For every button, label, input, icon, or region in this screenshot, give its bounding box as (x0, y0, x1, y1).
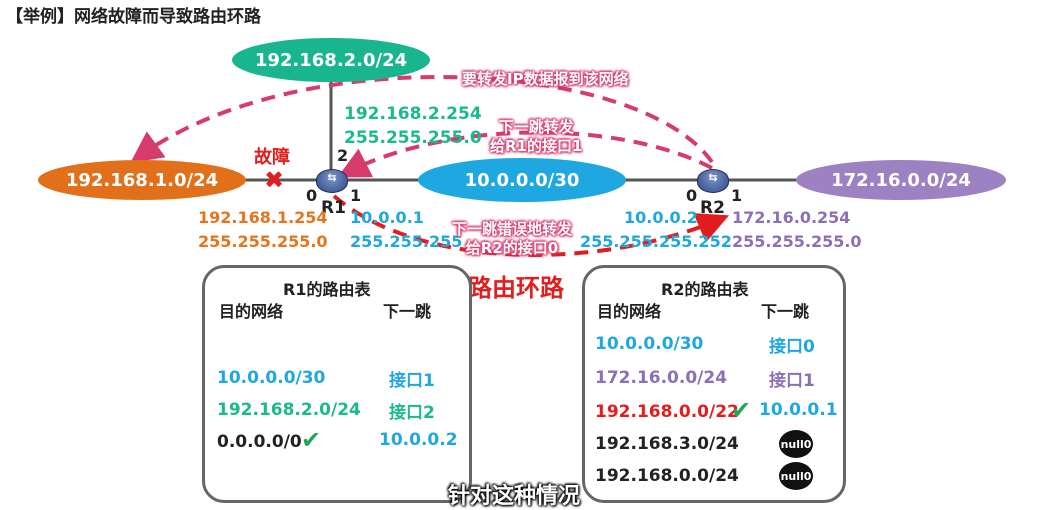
port-r1-right: 1 (350, 186, 362, 205)
r2-header-dest: 目的网络 (597, 302, 662, 321)
r2-row-3-dest: 192.168.3.0/24 (595, 434, 739, 454)
fault-label: 故障 (254, 147, 290, 168)
callout-next-hop-r1-line-2: 给R1的接口1 (490, 137, 583, 155)
r2-right-ip: 172.16.0.254 (732, 208, 851, 227)
network-right: 172.16.0.0/24 (796, 160, 1006, 200)
r1-right-mask: 255.255.255 (350, 232, 463, 251)
r1-row-2-check-icon: ✔ (301, 426, 322, 454)
port-r2-right: 1 (731, 186, 743, 205)
r1-row-0-next: 接口1 (389, 371, 435, 391)
r2-row-0-dest: 10.0.0.0/30 (595, 334, 704, 354)
port-r2-left: 0 (686, 186, 698, 205)
r1-left-mask: 255.255.255.0 (198, 232, 328, 251)
r1-table-title: R1的路由表 (283, 280, 371, 299)
r2-left-mask: 255.255.255.252 (580, 232, 732, 251)
r1-row-1-next: 接口2 (389, 403, 435, 423)
port-r1-top: 2 (337, 146, 349, 165)
r1-header-dest: 目的网络 (219, 302, 284, 321)
r2-row-2-dest: 192.168.0.0/22 (595, 402, 739, 422)
r1-top-mask: 255.255.255.0 (344, 128, 482, 148)
r2-row-2-check-icon: ✔ (731, 396, 752, 424)
arrow-forward-ip (130, 74, 714, 164)
r2-right-mask: 255.255.255.0 (732, 232, 862, 251)
r2-left-ip: 10.0.0.2 (624, 208, 698, 227)
port-r1-left: 0 (306, 186, 318, 205)
fault-cross-icon: ✖ (264, 166, 285, 194)
network-left: 192.168.1.0/24 (38, 160, 246, 200)
r2-row-4-dest: 192.168.0.0/24 (595, 466, 739, 486)
r1-right-ip: 10.0.0.1 (350, 208, 424, 227)
routing-loop-label: 路由环路 (468, 274, 564, 302)
r1-row-2-next: 10.0.0.2 (379, 430, 458, 450)
r1-routing-table: R1的路由表 目的网络 下一跳 10.0.0.0/30 接口1 192.168.… (202, 265, 472, 503)
callout-wrong-next-hop-line-2: 给R2的接口0 (465, 239, 559, 257)
router-r1-label: R1 (321, 198, 346, 218)
callout-next-hop-r1: 下一跳转发给R1的接口1 (486, 118, 586, 156)
router-r2-label: R2 (700, 198, 725, 218)
callout-wrong-next-hop: 下一跳错误地转发给R2的接口0 (448, 220, 576, 258)
callout-wrong-next-hop-line-1: 下一跳错误地转发 (452, 220, 573, 238)
r1-row-1-dest: 192.168.2.0/24 (217, 400, 361, 420)
r2-row-1-dest: 172.16.0.0/24 (595, 368, 728, 388)
router-r1-icon: ⇆ (316, 169, 348, 193)
callout-forward-ip: 要转发IP数据报到该网络 (462, 70, 629, 88)
r2-row-0-next: 接口0 (769, 337, 815, 357)
r2-row-4-null0-icon: null0 (779, 462, 813, 490)
r1-left-ip: 192.168.1.254 (198, 208, 328, 227)
r2-table-title: R2的路由表 (661, 280, 749, 299)
network-center: 10.0.0.0/30 (418, 158, 626, 202)
r2-row-2-next: 10.0.0.1 (759, 400, 838, 420)
arrow-next-hop-r1 (337, 130, 713, 178)
r1-top-ip: 192.168.2.254 (344, 104, 482, 124)
network-top: 192.168.2.0/24 (232, 38, 430, 82)
arrow-wrong-next-hop (332, 194, 730, 257)
page-title: 【举例】网络故障而导致路由环路 (6, 7, 261, 27)
r2-routing-table: R2的路由表 目的网络 下一跳 10.0.0.0/30 接口0 172.16.0… (582, 265, 846, 503)
r2-row-3-null0-icon: null0 (779, 430, 813, 458)
r2-row-1-next: 接口1 (769, 371, 815, 391)
r1-row-0-dest: 10.0.0.0/30 (217, 368, 326, 388)
router-r2-icon: ⇆ (697, 169, 729, 193)
callout-next-hop-r1-line-1: 下一跳转发 (498, 118, 574, 136)
r2-header-next: 下一跳 (761, 302, 810, 321)
r1-header-next: 下一跳 (383, 302, 432, 321)
video-subtitle: 针对这种情况 (448, 484, 581, 509)
r1-row-2-dest: 0.0.0.0/0 (217, 432, 302, 452)
